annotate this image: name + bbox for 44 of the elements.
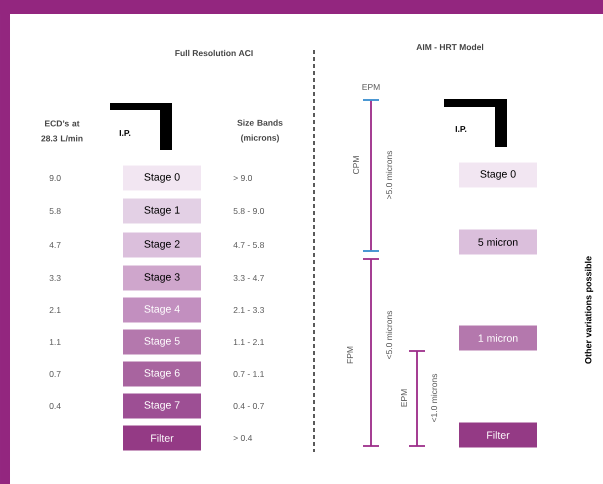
value-text: 0.7 - 1.1: [234, 371, 264, 377]
stage-box: Stage 4: [123, 298, 201, 322]
stage-box: Stage 3: [123, 266, 201, 290]
stage-box: Stage 2: [123, 232, 201, 258]
stage-box: Stage 0: [123, 166, 201, 190]
heading: Full Resolution ACI: [175, 50, 253, 56]
value-text: 5.8 - 9.0: [234, 208, 264, 214]
ip-label: I.P.: [120, 130, 130, 136]
range-label: <5.0 microns: [386, 310, 392, 360]
value-text: 3.3: [50, 275, 61, 281]
value-text: 1.1: [50, 339, 61, 345]
value-text: 3.3 - 4.7: [234, 275, 264, 281]
range-label: >5.0 microns: [386, 150, 392, 200]
stage-box: Stage 6: [123, 362, 201, 386]
stage-box: 5 micron: [459, 230, 537, 254]
value-text: 4.7: [49, 242, 61, 248]
range-label: FPM: [347, 346, 353, 364]
value-text: 0.4: [50, 403, 61, 409]
column-heading: ECD’s at 28.3 L/min: [41, 120, 82, 142]
range-label: EPM: [401, 389, 407, 406]
range-label: CPM: [353, 156, 359, 174]
stage-box: Stage 0: [459, 162, 537, 188]
value-text: 2.1 - 3.3: [234, 307, 264, 313]
value-text: 0.7: [50, 371, 61, 377]
value-text: 9.0: [50, 175, 61, 181]
stage-box: Filter: [123, 426, 201, 450]
heading: AIM - HRT Model: [416, 44, 484, 50]
ip-label: I.P.: [456, 126, 466, 132]
value-text: 0.4 - 0.7: [234, 403, 264, 409]
value-text: 1.1 - 2.1: [234, 339, 264, 345]
column-heading: Size Bands (microns): [237, 120, 283, 142]
side-note: Other variations possible: [584, 256, 594, 364]
stage-box: 1 micron: [459, 326, 537, 350]
stage-box: Stage 5: [123, 330, 201, 354]
stage-box: Filter: [459, 422, 537, 448]
value-text: 2.1: [50, 307, 61, 313]
value-text: 4.7 - 5.8: [233, 242, 264, 248]
stage-box: Stage 1: [123, 198, 201, 224]
range-label: <1.0 microns: [430, 374, 438, 422]
range-label: EPM: [362, 84, 380, 90]
value-text: > 9.0: [234, 175, 252, 181]
value-text: > 0.4: [234, 435, 252, 441]
value-text: 5.8: [50, 208, 61, 214]
stage-box: Stage 7: [123, 394, 201, 418]
